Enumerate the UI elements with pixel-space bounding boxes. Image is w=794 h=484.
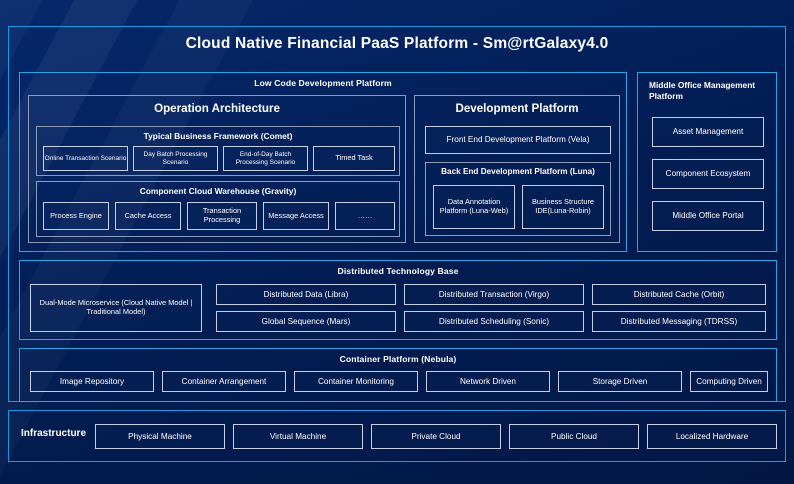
box-day-batch-processing-scenario[interactable]: Day Batch Processing Scenario: [133, 146, 218, 171]
box-process-engine[interactable]: Process Engine: [43, 202, 109, 230]
panel-infrastructure: Infrastructure Physical Machine Virtual …: [8, 410, 786, 462]
box-component-ecosystem[interactable]: Component Ecosystem: [652, 159, 764, 189]
box-distributed-scheduling[interactable]: Distributed Scheduling (Sonic): [404, 311, 584, 332]
box-physical-machine[interactable]: Physical Machine: [95, 424, 225, 449]
infrastructure-label: Infrastructure: [21, 428, 87, 439]
panel-container-platform: Container Platform (Nebula) Image Reposi…: [19, 348, 777, 402]
development-platform-title: Development Platform: [455, 102, 579, 115]
box-public-cloud[interactable]: Public Cloud: [509, 424, 639, 449]
box-message-access[interactable]: Message Access: [263, 202, 329, 230]
panel-low-code-development-platform: Low Code Development Platform Operation …: [19, 72, 627, 252]
box-more-ellipsis[interactable]: ……: [335, 202, 395, 230]
box-dual-mode-microservice[interactable]: Dual-Mode Microservice (Cloud Native Mod…: [30, 284, 202, 332]
box-asset-management[interactable]: Asset Management: [652, 117, 764, 147]
box-private-cloud[interactable]: Private Cloud: [371, 424, 501, 449]
distributed-base-header: Distributed Technology Base: [337, 266, 459, 276]
group-typical-business-framework: Typical Business Framework (Comet) Onlin…: [36, 126, 400, 176]
box-global-sequence[interactable]: Global Sequence (Mars): [216, 311, 396, 332]
box-storage-driven[interactable]: Storage Driven: [558, 371, 682, 392]
box-end-of-day-batch-processing-scenario[interactable]: End-of-Day Batch Processing Scenario: [223, 146, 308, 171]
group-development-platform: Development Platform Front End Developme…: [414, 95, 620, 243]
box-computing-driven[interactable]: Computing Driven: [690, 371, 768, 392]
typical-business-framework-title: Typical Business Framework (Comet): [143, 131, 293, 141]
box-distributed-cache[interactable]: Distributed Cache (Orbit): [592, 284, 766, 305]
back-end-development-platform-title: Back End Development Platform (Luna): [441, 167, 595, 176]
box-network-driven[interactable]: Network Driven: [426, 371, 550, 392]
box-business-structure-ide[interactable]: Business Structure IDE(Luna-Robin): [522, 185, 604, 229]
box-distributed-data[interactable]: Distributed Data (Libra): [216, 284, 396, 305]
box-cache-access[interactable]: Cache Access: [115, 202, 181, 230]
box-middle-office-portal[interactable]: Middle Office Portal: [652, 201, 764, 231]
panel-middle-office-management-platform: Middle Office Management Platform Asset …: [637, 72, 777, 252]
operation-architecture-title: Operation Architecture: [154, 102, 280, 115]
container-platform-header: Container Platform (Nebula): [339, 354, 457, 364]
box-distributed-transaction[interactable]: Distributed Transaction (Virgo): [404, 284, 584, 305]
group-operation-architecture: Operation Architecture Typical Business …: [28, 95, 406, 243]
group-back-end-development-platform: Back End Development Platform (Luna) Dat…: [425, 162, 611, 236]
box-data-annotation-platform[interactable]: Data Annotation Platform (Luna-Web): [433, 185, 515, 229]
low-code-header: Low Code Development Platform: [254, 78, 392, 88]
box-virtual-machine[interactable]: Virtual Machine: [233, 424, 363, 449]
box-front-end-development-platform[interactable]: Front End Development Platform (Vela): [425, 126, 611, 154]
box-online-transaction-scenario[interactable]: Online Transaction Scenario: [43, 146, 128, 171]
box-timed-task[interactable]: Timed Task: [313, 146, 395, 171]
group-component-cloud-warehouse: Component Cloud Warehouse (Gravity) Proc…: [36, 181, 400, 237]
box-distributed-messaging[interactable]: Distributed Messaging (TDRSS): [592, 311, 766, 332]
box-transaction-processing[interactable]: Transaction Processing: [187, 202, 257, 230]
component-cloud-warehouse-title: Component Cloud Warehouse (Gravity): [139, 186, 297, 196]
box-localized-hardware[interactable]: Localized Hardware: [647, 424, 777, 449]
box-image-repository[interactable]: Image Repository: [30, 371, 154, 392]
main-frame: Cloud Native Financial PaaS Platform - S…: [8, 26, 786, 402]
middle-office-header: Middle Office Management Platform: [649, 80, 756, 102]
box-container-monitoring[interactable]: Container Monitoring: [294, 371, 418, 392]
box-container-arrangement[interactable]: Container Arrangement: [162, 371, 286, 392]
page-title: Cloud Native Financial PaaS Platform - S…: [185, 35, 609, 52]
panel-distributed-technology-base: Distributed Technology Base Dual-Mode Mi…: [19, 260, 777, 340]
